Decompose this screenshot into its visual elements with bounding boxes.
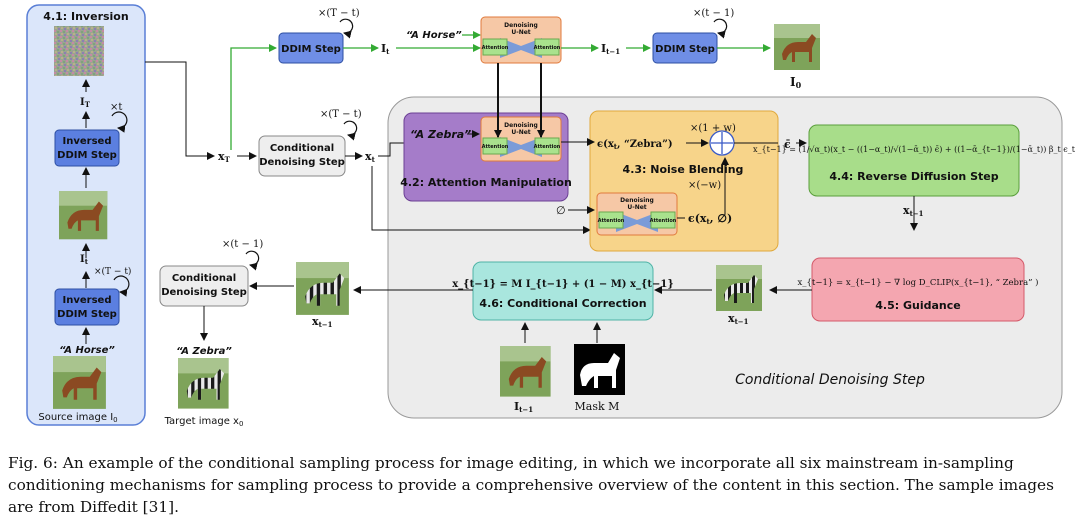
mult-minus-w: ×(−w) [688,180,721,191]
top-mult-2: ×(t − 1) [693,8,734,19]
reverse-diffusion-title: 4.4: Reverse Diffusion Step [829,170,998,183]
correction-title: 4.6: Conditional Correction [479,297,646,310]
partial-noise-horse-image [59,191,108,240]
label-times-t: ×t [110,102,122,113]
output-cond-step-line1: Conditional [172,273,236,284]
inversed-ddim-1-line1: Inversed [63,136,112,147]
top-prompt: “A Horse” [406,30,462,41]
unet-top-attn-left [482,38,508,56]
label-It1-bottom: It−1 [514,400,533,414]
conditional-denoising-step-box [258,135,346,177]
label-xt1-right: xt−1 [903,204,924,218]
output-mult: ×(t − 1) [222,239,263,250]
unet-top-attn-left-label: Attention [482,45,509,51]
top-mult-1: ×(T − t) [318,8,360,19]
mask-image [574,344,625,395]
label-xt: xt [365,150,376,164]
zebra-image-left [296,262,349,315]
unet-blending-shape [616,212,658,232]
attention-prompt: “A Zebra” [410,128,471,141]
guidance-formula: x_{t−1} = x_{t−1} − ∇ log D_CLIP(x_{t−1}… [797,277,1038,288]
unet-attention-attn-right [534,137,560,155]
ddim-step-top-2-label: DDIM Step [655,44,715,55]
label-xt1-left: xt−1 [312,315,333,329]
source-horse-image [53,356,106,409]
unet-attention-attn-right-label: Attention [534,144,561,150]
unet-attention-attn-left-label: Attention [482,144,509,150]
unet-attention-title: Denoising [504,122,538,129]
mask-label: Mask M [575,400,620,413]
output-horse-image [774,24,820,70]
inversed-ddim-step-2 [54,288,120,326]
unet-top-attn-right-label: Attention [534,45,561,51]
empty-set-label: ∅ [556,204,566,217]
label-xT: xT [218,150,231,164]
attention-title: 4.2: Attention Manipulation [400,176,572,189]
cond-step-line2: Denoising Step [259,157,345,168]
figure-caption: Fig. 6: An example of the conditional sa… [8,454,1054,516]
middle-mult: ×(T − t) [320,109,362,120]
noise-blending-title: 4.3: Noise Blending [623,163,744,176]
unet-top-title: Denoising [504,22,538,29]
unet-blending-sub: U-Net [627,204,646,211]
inversed-ddim-1-line2: DDIM Step [57,150,117,161]
unet-attention-shape [500,137,542,157]
label-It: It [80,254,89,266]
It1-horse-image [500,346,551,397]
label-It1-top: It−1 [601,42,620,56]
inversed-ddim-2-line1: Inversed [63,295,112,306]
source-image-label: Source image I0 [38,412,117,424]
unet-blending-attn-right-label: Attention [650,218,677,224]
inversion-title: 4.1: Inversion [43,10,128,23]
unet-attention-sub: U-Net [511,129,530,136]
noisy-image [54,26,104,76]
unet-attention-attn-left [482,137,508,155]
ddim-step-top-1-label: DDIM Step [281,44,341,55]
label-It-top: It [381,42,390,56]
region-label: Conditional Denoising Step [735,372,925,388]
eps-bar: ϵ̄ [784,138,791,151]
unet-blending-attn-left [598,211,624,229]
zebra-image-guidance [716,265,762,311]
label-xt1-mid: xt−1 [728,312,749,326]
inversed-ddim-step-1 [54,129,120,167]
output-prompt: “A Zebra” [176,346,232,357]
guidance-title: 4.5: Guidance [875,299,960,312]
unet-blending-title: Denoising [620,197,654,204]
reverse-diffusion-box [808,124,1020,197]
unet-blending-attn-left-label: Attention [598,218,625,224]
mult-1-plus-w: ×(1 + w) [690,123,736,134]
inversed-ddim-2-line2: DDIM Step [57,309,117,320]
unet-top-attn-right [534,38,560,56]
cond-step-line1: Conditional [270,143,334,154]
unet-top-shape [500,38,542,58]
label-IT: IT [80,97,91,109]
target-image-label: Target image x0 [164,416,244,428]
inversion-prompt: “A Horse” [59,345,115,356]
output-cond-step-box [159,265,249,307]
eps-empty: ϵ(xt, ∅) [688,212,732,226]
label-times-T-t: ×(T − t) [94,266,131,277]
unet-top-sub: U-Net [511,29,530,36]
unet-blending-attn-right [650,211,676,229]
eps-zebra: ϵ(xt, “Zebra”) [597,139,673,151]
conditional-correction-box [472,261,654,321]
correction-formula: x_{t−1} = M I_{t−1} + (1 − M) x_{t−1} [452,279,674,290]
output-cond-step-line2: Denoising Step [161,287,247,298]
label-I0: I0 [790,75,802,90]
target-zebra-image [178,358,229,409]
reverse-formula: x_{t−1} = (1/√α_t)(x_t − ((1−α_t)/√(1−ᾱ_… [753,145,1076,154]
